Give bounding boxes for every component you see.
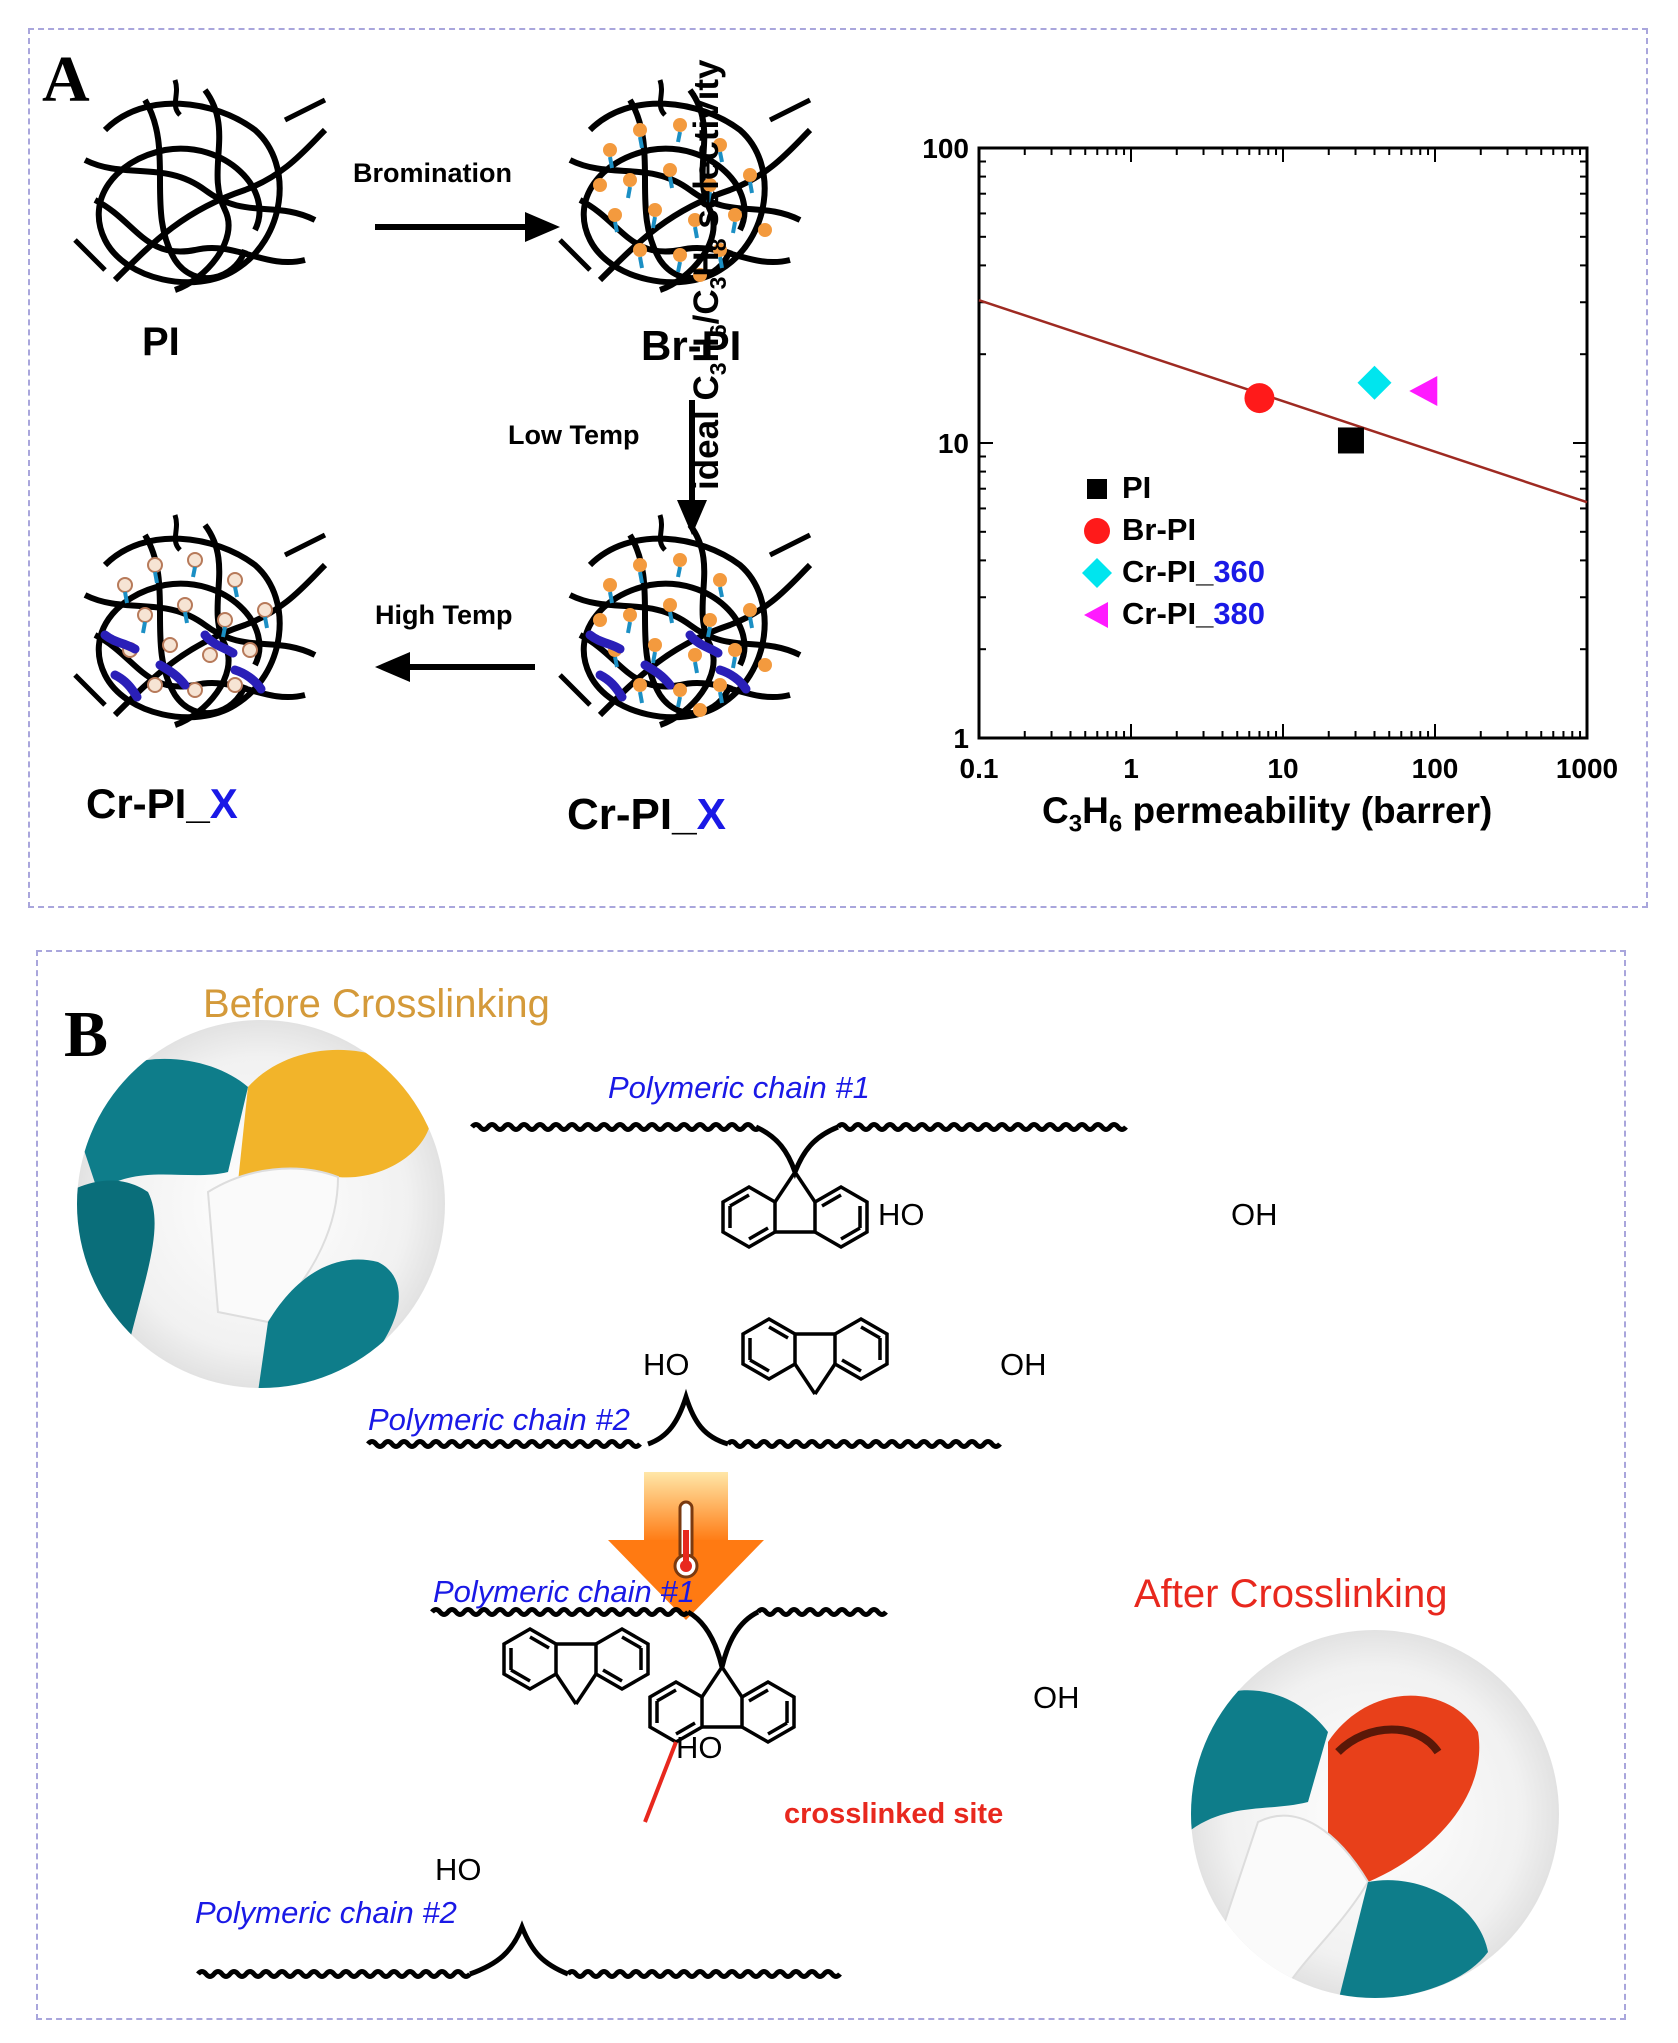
panel-b-letter: B xyxy=(64,998,109,1071)
chain-2-label-top: Polymeric chain #2 xyxy=(368,1402,630,1437)
cr-pi-prefix: Cr-PI_ xyxy=(567,790,697,839)
chart-y-axis-label: ideal C3H6/C3H8 selectivity xyxy=(687,59,731,490)
cr-pi-x: X xyxy=(696,790,726,839)
legend-label-suffix: 380 xyxy=(1213,596,1266,631)
pi-label: PI xyxy=(142,320,180,364)
legend-label: Cr-PI_360 xyxy=(1122,554,1266,589)
chain-1-label-bottom: Polymeric chain #1 xyxy=(433,1574,695,1609)
oh-group: OH xyxy=(1000,1347,1047,1382)
x-tick-label: 10 xyxy=(1267,753,1298,784)
legend-marker-shape xyxy=(1087,479,1107,499)
x-tick-label: 0.1 xyxy=(960,753,999,784)
chart-x-axis-label: C3H6 permeability (barrer) xyxy=(1042,790,1493,838)
legend-label: Cr-PI_380 xyxy=(1122,596,1266,631)
chain-1-bottom xyxy=(430,1607,888,1668)
chain-2-label-bottom: Polymeric chain #2 xyxy=(195,1895,457,1930)
high-temp-arrow xyxy=(375,652,535,682)
crosslinked-site-label: crosslinked site xyxy=(784,1798,1004,1830)
cr-pi-x-label-left: Cr-PI_X xyxy=(86,780,238,828)
y-tick-label: 1 xyxy=(953,723,969,754)
legend-marker xyxy=(1084,518,1110,544)
high-temp-label: High Temp xyxy=(375,600,513,630)
fluorene-unit-2 xyxy=(741,1317,889,1396)
bromination-arrow xyxy=(375,212,560,242)
chain-2-bottom xyxy=(196,1920,842,1979)
after-crosslinking-title: After Crosslinking xyxy=(1134,1572,1448,1616)
x-tick-label: 1000 xyxy=(1556,753,1618,784)
thermometer-icon xyxy=(673,1500,699,1579)
bromination-label: Bromination xyxy=(353,158,512,188)
data-point-pi xyxy=(1337,427,1364,454)
y-tick-label: 100 xyxy=(922,133,969,164)
data-point-br-pi xyxy=(1244,383,1275,414)
after-crosslinking-photo xyxy=(1191,1630,1559,1998)
chain-1-label-top: Polymeric chain #1 xyxy=(608,1070,870,1105)
plot-frame xyxy=(977,146,1589,740)
before-crosslinking-title: Before Crosslinking xyxy=(203,982,550,1026)
legend-marker-shape xyxy=(1082,558,1112,588)
legend-label: Br-PI xyxy=(1122,512,1197,547)
fluorene-unit-1 xyxy=(721,1170,869,1249)
panel-a: A xyxy=(28,28,1648,908)
low-temp-label: Low Temp xyxy=(508,420,640,450)
low-temp-arrow xyxy=(677,400,707,535)
y-tick-label: 10 xyxy=(938,428,969,459)
chain-1-top xyxy=(470,1122,1128,1180)
upper-bound-line xyxy=(978,298,1588,504)
legend-marker-shape xyxy=(1084,518,1110,544)
ho-group: HO xyxy=(643,1347,690,1382)
x-tick-label: 100 xyxy=(1412,753,1459,784)
crosslinking-scheme xyxy=(77,1020,1559,1998)
data-point-cr-pi-360 xyxy=(1357,365,1392,400)
heating-arrow xyxy=(608,1472,764,1620)
cr-pi-x: X xyxy=(209,780,238,827)
cr-pi-x-label-right: Cr-PI_X xyxy=(567,790,726,840)
chain-2-top xyxy=(366,1388,1002,1449)
legend-marker xyxy=(1082,558,1112,588)
legend-marker-shape xyxy=(1084,602,1108,628)
ho-group: HO xyxy=(435,1852,482,1887)
panel-a-letter: A xyxy=(42,43,90,116)
fluorene-unit-4 xyxy=(502,1627,650,1706)
scheme-a-drawing xyxy=(30,30,1650,910)
x-tick-label: 1 xyxy=(1123,753,1139,784)
panel-b: B Before Crosslinking After Crosslinking xyxy=(36,950,1626,2020)
legend-marker xyxy=(1087,479,1107,499)
oh-group: OH xyxy=(1033,1680,1080,1715)
cr-pi-prefix: Cr-PI_ xyxy=(86,780,210,827)
oh-group: OH xyxy=(1231,1197,1278,1232)
data-point-cr-pi-380 xyxy=(1409,376,1438,407)
ho-group: HO xyxy=(878,1197,925,1232)
legend-marker xyxy=(1084,602,1108,628)
crosslink-bond xyxy=(643,1741,678,1823)
ho-group: HO xyxy=(676,1730,723,1765)
br-pi-label: Br-PI xyxy=(641,322,742,369)
legend-label: PI xyxy=(1122,470,1152,505)
before-crosslinking-photo xyxy=(77,1020,445,1388)
legend-label-suffix: 360 xyxy=(1213,554,1266,589)
